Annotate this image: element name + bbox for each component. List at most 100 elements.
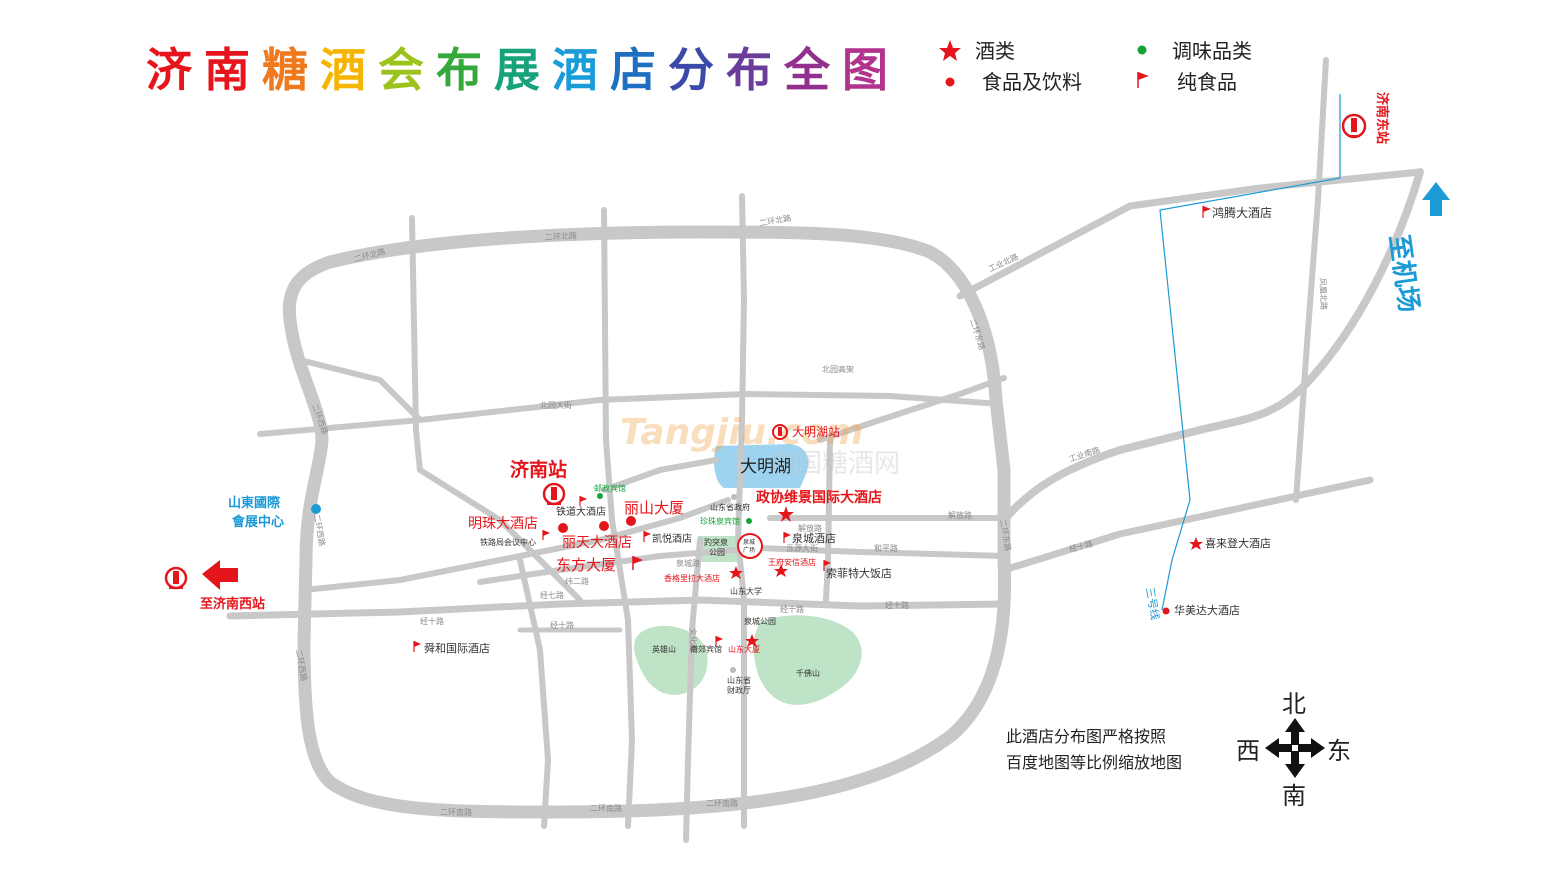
hotel-label: 政协维景国际大酒店 — [756, 489, 882, 506]
shangrila-hotel[interactable]: 香格里拉大酒店 — [664, 566, 743, 583]
road-ew-jingshi-east — [1000, 476, 1374, 574]
sofitel-hotel[interactable]: 索菲特大饭店 — [823, 560, 892, 580]
compass-south: 南 — [1282, 782, 1306, 810]
expo-center[interactable]: 山東國際 會展中心 — [228, 495, 321, 530]
hotel-label: 泉城酒店 — [792, 531, 836, 545]
place-label: 广场 — [743, 546, 755, 554]
road-daming-south — [601, 457, 719, 493]
zhengxie-hotel[interactable]: 政协维景国际大酒店 — [756, 489, 882, 522]
kaiyue-hotel[interactable]: 凯悦酒店 — [643, 531, 692, 545]
flag-icon — [715, 636, 723, 646]
dot-icon — [597, 493, 603, 499]
station-label: 济南站 — [510, 458, 567, 481]
flag-icon — [783, 532, 791, 543]
shandong-tower[interactable]: 山东大厦 — [728, 634, 760, 654]
to-west-station[interactable]: 至济南西站 — [164, 560, 265, 612]
title-char: 酒 — [320, 43, 366, 97]
legend-item-condiment: 调味品类 — [1137, 39, 1252, 63]
legend-label: 酒类 — [975, 39, 1015, 63]
flag-icon — [632, 556, 643, 570]
star-icon — [729, 566, 743, 579]
title-char: 会 — [378, 43, 424, 97]
place-label: 山东省政府 — [710, 502, 750, 512]
lishan-tower[interactable]: 丽山大厦 — [624, 499, 684, 526]
road-label: 经十路 — [885, 600, 909, 610]
flag-icon — [542, 530, 550, 540]
title-char: 全 — [783, 43, 831, 97]
road-ns-fenghuang — [1293, 57, 1329, 503]
road-ns-5 — [683, 537, 703, 843]
star-icon — [778, 506, 794, 522]
dot-icon — [626, 516, 636, 526]
legend-label: 纯食品 — [1177, 70, 1237, 94]
huameida-hotel[interactable]: 华美达大酒店 — [1162, 603, 1241, 617]
jinan-east-station[interactable]: 济南东站 — [1341, 92, 1390, 144]
title-char: 布 — [436, 43, 482, 97]
road-ns-1 — [409, 215, 423, 473]
finance-department: 山东省 财政厅 — [727, 667, 751, 695]
to-airport[interactable]: 至机场 — [1383, 182, 1450, 314]
hotel-label: 铁路局会议中心 — [480, 537, 536, 547]
lake-label: 大明湖 — [740, 457, 791, 477]
flag-icon — [1137, 72, 1149, 88]
title-char: 图 — [842, 43, 888, 97]
dot-icon — [311, 504, 321, 514]
place-label: 山东省 — [727, 675, 751, 685]
hotel-label: 香格里拉大酒店 — [664, 573, 720, 583]
place-label: 财政厅 — [727, 685, 751, 695]
legend-label: 调味品类 — [1172, 39, 1252, 63]
hotel-label: 邮政宾馆 — [594, 483, 626, 493]
quancheng-hotel[interactable]: 泉城酒店 — [783, 531, 836, 545]
ring-road — [282, 225, 1012, 819]
left-arrow-icon — [202, 560, 238, 590]
mingzhu-hotel[interactable]: 明珠大酒店 — [468, 516, 568, 533]
place-label: 趵突泉 — [704, 537, 728, 547]
station-label: 济南东站 — [1374, 92, 1390, 144]
road-ew-beiyuan — [257, 391, 1003, 437]
daminghu-station[interactable]: 大明湖站 — [772, 424, 840, 440]
road-labels: 二环北路 二环北路 二环北路 二环东路 二环东路 二环西路 二环西路 二环西路 … — [294, 213, 1329, 817]
star-icon — [939, 40, 961, 61]
tiedao-hotel[interactable]: 铁道大酒店 — [556, 496, 606, 518]
hongteng-hotel[interactable]: 鸿腾大酒店 — [1202, 205, 1272, 220]
yingxiong-mountain-label: 英雄山 — [652, 644, 676, 654]
jinan-station[interactable]: 济南站 — [510, 458, 567, 506]
wangfu-hotel[interactable]: 王府安信酒店 — [768, 557, 816, 577]
road-label: 经十路 — [1068, 538, 1094, 554]
place-label: 泉城 — [743, 538, 755, 546]
legend: 酒类 调味品类 食品及饮料 纯食品 — [939, 39, 1252, 94]
hotel-label: 喜来登大酒店 — [1205, 536, 1271, 550]
shunhe-hotel[interactable]: 舜和国际酒店 — [413, 641, 490, 655]
youzheng-hotel[interactable]: 邮政宾馆 — [594, 483, 626, 499]
hotel-label: 舜和国际酒店 — [424, 641, 490, 655]
shandong-university-label: 山东大学 — [730, 586, 762, 596]
expo-label-line2: 會展中心 — [232, 514, 284, 530]
hotel-label: 凯悦酒店 — [652, 532, 692, 545]
dot-icon — [1137, 45, 1147, 55]
road-label: 经十路 — [420, 616, 444, 626]
road-ew-industry-north — [956, 168, 1424, 300]
road-network — [226, 57, 1424, 843]
hotel-label: 铁道大酒店 — [556, 505, 606, 518]
road-label: 解放路 — [948, 510, 972, 520]
road-label: 二环西路 — [312, 514, 327, 547]
note-line: 此酒店分布图严格按照 — [1006, 727, 1166, 746]
hotel-label: 南郊宾馆 — [690, 644, 722, 654]
road-label: 纬二路 — [565, 576, 589, 586]
baotuquan-park-label: 趵突泉 公园 — [704, 537, 728, 557]
hotel-label: 东方大厦 — [556, 556, 616, 574]
road-ns-3 — [735, 193, 747, 829]
dongfang-tower[interactable]: 东方大厦 — [556, 556, 643, 574]
hotel-label: 丽山大厦 — [624, 499, 684, 517]
west-station-label: 至济南西站 — [200, 596, 265, 612]
xilaideng-hotel[interactable]: 喜来登大酒店 — [1189, 536, 1271, 550]
zhenzhuquan-hotel[interactable]: 珍珠泉宾馆 — [700, 516, 752, 526]
tieluju-center[interactable]: 铁路局会议中心 — [480, 530, 550, 547]
nanjiao-hotel[interactable]: 南郊宾馆 — [690, 636, 723, 654]
title-char: 酒 — [552, 43, 598, 97]
title-char: 糖 — [262, 43, 308, 97]
litian-hotel[interactable]: 丽天大酒店 — [562, 521, 632, 551]
road-label: 经七路 — [540, 590, 564, 600]
qianfo-park — [753, 615, 862, 705]
